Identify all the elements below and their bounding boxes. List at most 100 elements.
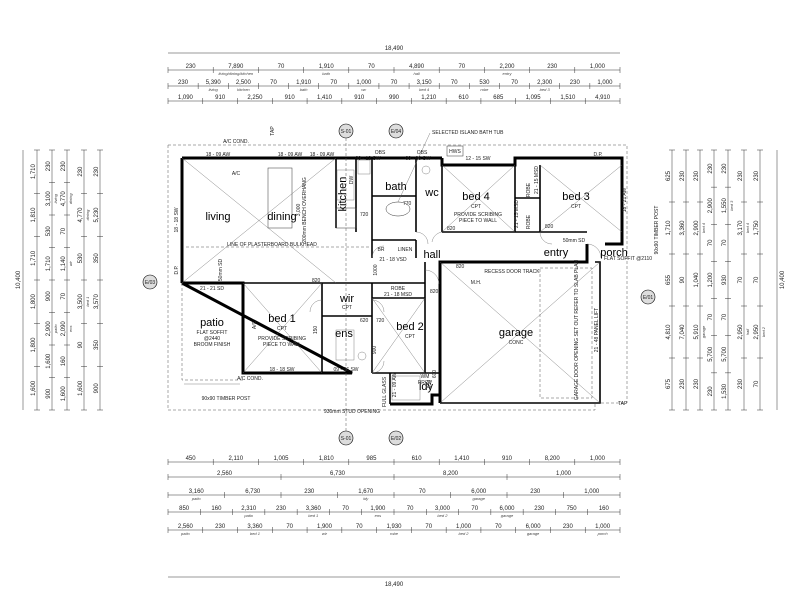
fixture-manhole: M.H. — [471, 280, 482, 286]
garage-finish: CONC — [509, 340, 524, 346]
right-dim-col-7-value: 70 — [754, 380, 760, 387]
door-garage: 820 — [430, 289, 439, 295]
window-w10: 18 - 18 SW — [269, 367, 294, 373]
bottom-dim-row-1-value: 1,005 — [273, 456, 289, 462]
door-bed2: 720 — [376, 318, 385, 324]
left-dim-col-5-value: 5,230 — [94, 207, 100, 223]
left-dim-col-1-value: 1,600 — [31, 380, 37, 396]
window-w14: 21 - 15 MSD — [514, 200, 520, 228]
bottom-dim-row-5-value: 70 — [425, 524, 432, 530]
room-wc: wc — [424, 187, 439, 199]
bottom-dim-row-5-room-label: robe — [390, 531, 399, 536]
patio-soffit: FLAT SOFFIT — [197, 330, 228, 336]
right-dim-col-2-value: 3,360 — [680, 220, 686, 236]
door-robe: 900 — [372, 346, 378, 355]
bottom-dim-row-3-value: 230 — [530, 489, 541, 495]
bottom-dim-row-1-value: 610 — [412, 456, 423, 462]
bottom-dim-row-5-room-label: bed 1 — [250, 531, 260, 536]
bed4-diag-2 — [441, 164, 516, 233]
garage-door-setout — [539, 267, 593, 399]
top-dim-row-2-value: 1,000 — [356, 80, 372, 86]
elevation-marker-e01: E/01 — [640, 289, 656, 305]
right-dim-col-1-value: 1,710 — [666, 220, 672, 236]
fixture-robe-bed3b: ROBE — [526, 214, 532, 229]
right-dim-col-5-value: 230 — [722, 163, 728, 174]
note-garage-door: GARAGE DOOR OPENING SET OUT REFER TO SLA… — [574, 260, 580, 401]
top-dim-row-2-value: 1,910 — [296, 80, 312, 86]
bottom-dim-row-5-room-label: patio — [180, 531, 190, 536]
room-bed3: bed 3 — [562, 191, 590, 203]
window-w6: 12 - 15 SW — [465, 156, 490, 162]
fixture-prov: PROV — [418, 380, 433, 386]
window-w4: 09 - 12 SW — [355, 156, 380, 162]
fixture-robe-bed3a: ROBE — [526, 182, 532, 197]
window-w13: 21 - 18 VSD — [379, 257, 407, 263]
note-timber-post-bottom: 90x90 TIMBER POST — [202, 396, 251, 402]
top-dim-row-2-value: 70 — [391, 80, 398, 86]
right-dim-col-4-value: 230 — [708, 163, 714, 174]
bottom-dim-row-5-value: 1,000 — [456, 524, 472, 530]
room-entry: entry — [544, 247, 569, 259]
left-dim-col-1-value: 1,800 — [31, 337, 37, 353]
right-dim-col-6-value: 230 — [738, 170, 744, 181]
bottom-dim-row-5-value: 6,000 — [526, 524, 542, 530]
top-dim-row-1-room-label: hall — [413, 71, 419, 76]
top-dim-row-3-value: 1,410 — [317, 95, 333, 101]
svg-text:E/03: E/03 — [145, 280, 156, 286]
bottom-dim-row-5-room-label: garage — [527, 531, 540, 536]
note-tap-bottom: TAP — [618, 401, 628, 407]
left-dim-col-1-value: 1,710 — [31, 250, 37, 266]
left-dim-col-5-value: 350 — [94, 253, 100, 264]
fixture-ac-living: A/C — [232, 171, 241, 177]
bottom-dim-row-1-value: 1,410 — [454, 456, 470, 462]
bottom-dim-row-5-room-label: bed 2 — [459, 531, 470, 536]
room-dining: dining — [267, 211, 296, 223]
right-dim-col-6-value: 2,950 — [738, 324, 744, 340]
top-dim-row-2-value: 530 — [479, 80, 490, 86]
note-ac-cond-bottom: A/C COND. — [237, 376, 263, 382]
note-recess-track: RECESS DOOR TRACK — [484, 269, 540, 275]
left-dim-col-4-value: 90 — [78, 341, 84, 348]
right-dim-col-6-value: 230 — [738, 378, 744, 389]
wir-finish: CPT — [342, 305, 352, 311]
note-stud-opening: 930mm STUD OPENING — [324, 409, 380, 415]
top-dim-row-2-room-label: wc — [361, 87, 366, 92]
patio-outline — [181, 283, 243, 381]
right-dim-col-5-value: 1,550 — [722, 198, 728, 214]
elevation-marker-e03: E/03 — [142, 274, 158, 290]
bottom-dim-row-4-value: 1,900 — [370, 506, 386, 512]
left-dim-col-2-value: 1,710 — [46, 256, 52, 272]
right-dim-col-4-value: 5,700 — [708, 346, 714, 362]
bottom-dim-row-4-value: 850 — [179, 506, 190, 512]
room-patio: patio — [200, 317, 224, 329]
note-full-glass: FULL GLASS — [382, 376, 388, 407]
fixture-linen: LINEN — [398, 247, 413, 253]
note-obs-wc: OBS — [417, 150, 428, 156]
bottom-dim-row-4-room-label: bed 1 — [308, 513, 318, 518]
garage-cross-2 — [439, 261, 601, 404]
top-dim-row-3-value: 1,210 — [421, 95, 437, 101]
bottom-dim-row-2-value: 8,200 — [443, 471, 459, 477]
left-dim-col-2-value: 2,900 — [46, 321, 52, 337]
top-dim-row-2-value: 70 — [330, 80, 337, 86]
note-bench-length: 3,000 — [296, 204, 302, 217]
note-scribing-bed4-1: PROVIDE SCRIBING — [454, 212, 502, 218]
top-dim-row-2-value: 70 — [270, 80, 277, 86]
top-dim-row-1-room-label: living/dining/kitchen — [218, 71, 253, 76]
left-dim-col-2-value: 900 — [46, 388, 52, 399]
top-dim-row-3-value: 2,250 — [247, 95, 263, 101]
right-dim-col-4-value: 70 — [708, 313, 714, 320]
bottom-dim-row-3-room-label: ldy — [363, 496, 369, 501]
top-dim-row-3-value: 1,510 — [560, 95, 576, 101]
right-dim-col-2-value: 7,040 — [680, 324, 686, 340]
bottom-dim-row-1-value: 2,110 — [229, 456, 244, 462]
top-dim-row-2-value: 1,000 — [597, 80, 613, 86]
right-dim-col-3-value: 230 — [694, 170, 700, 181]
fixture-ac-bed1: A/C — [252, 320, 258, 329]
bed1-diag-2 — [242, 282, 323, 374]
top-dim-row-1-room-label: bath — [322, 71, 331, 76]
patio-finish: BROOM FINISH — [194, 342, 231, 348]
right-dim-col-5-value: 930 — [722, 274, 728, 285]
top-dim-row-1-value: 4,890 — [409, 64, 425, 70]
top-dim-row-1-value: 2,200 — [499, 64, 515, 70]
